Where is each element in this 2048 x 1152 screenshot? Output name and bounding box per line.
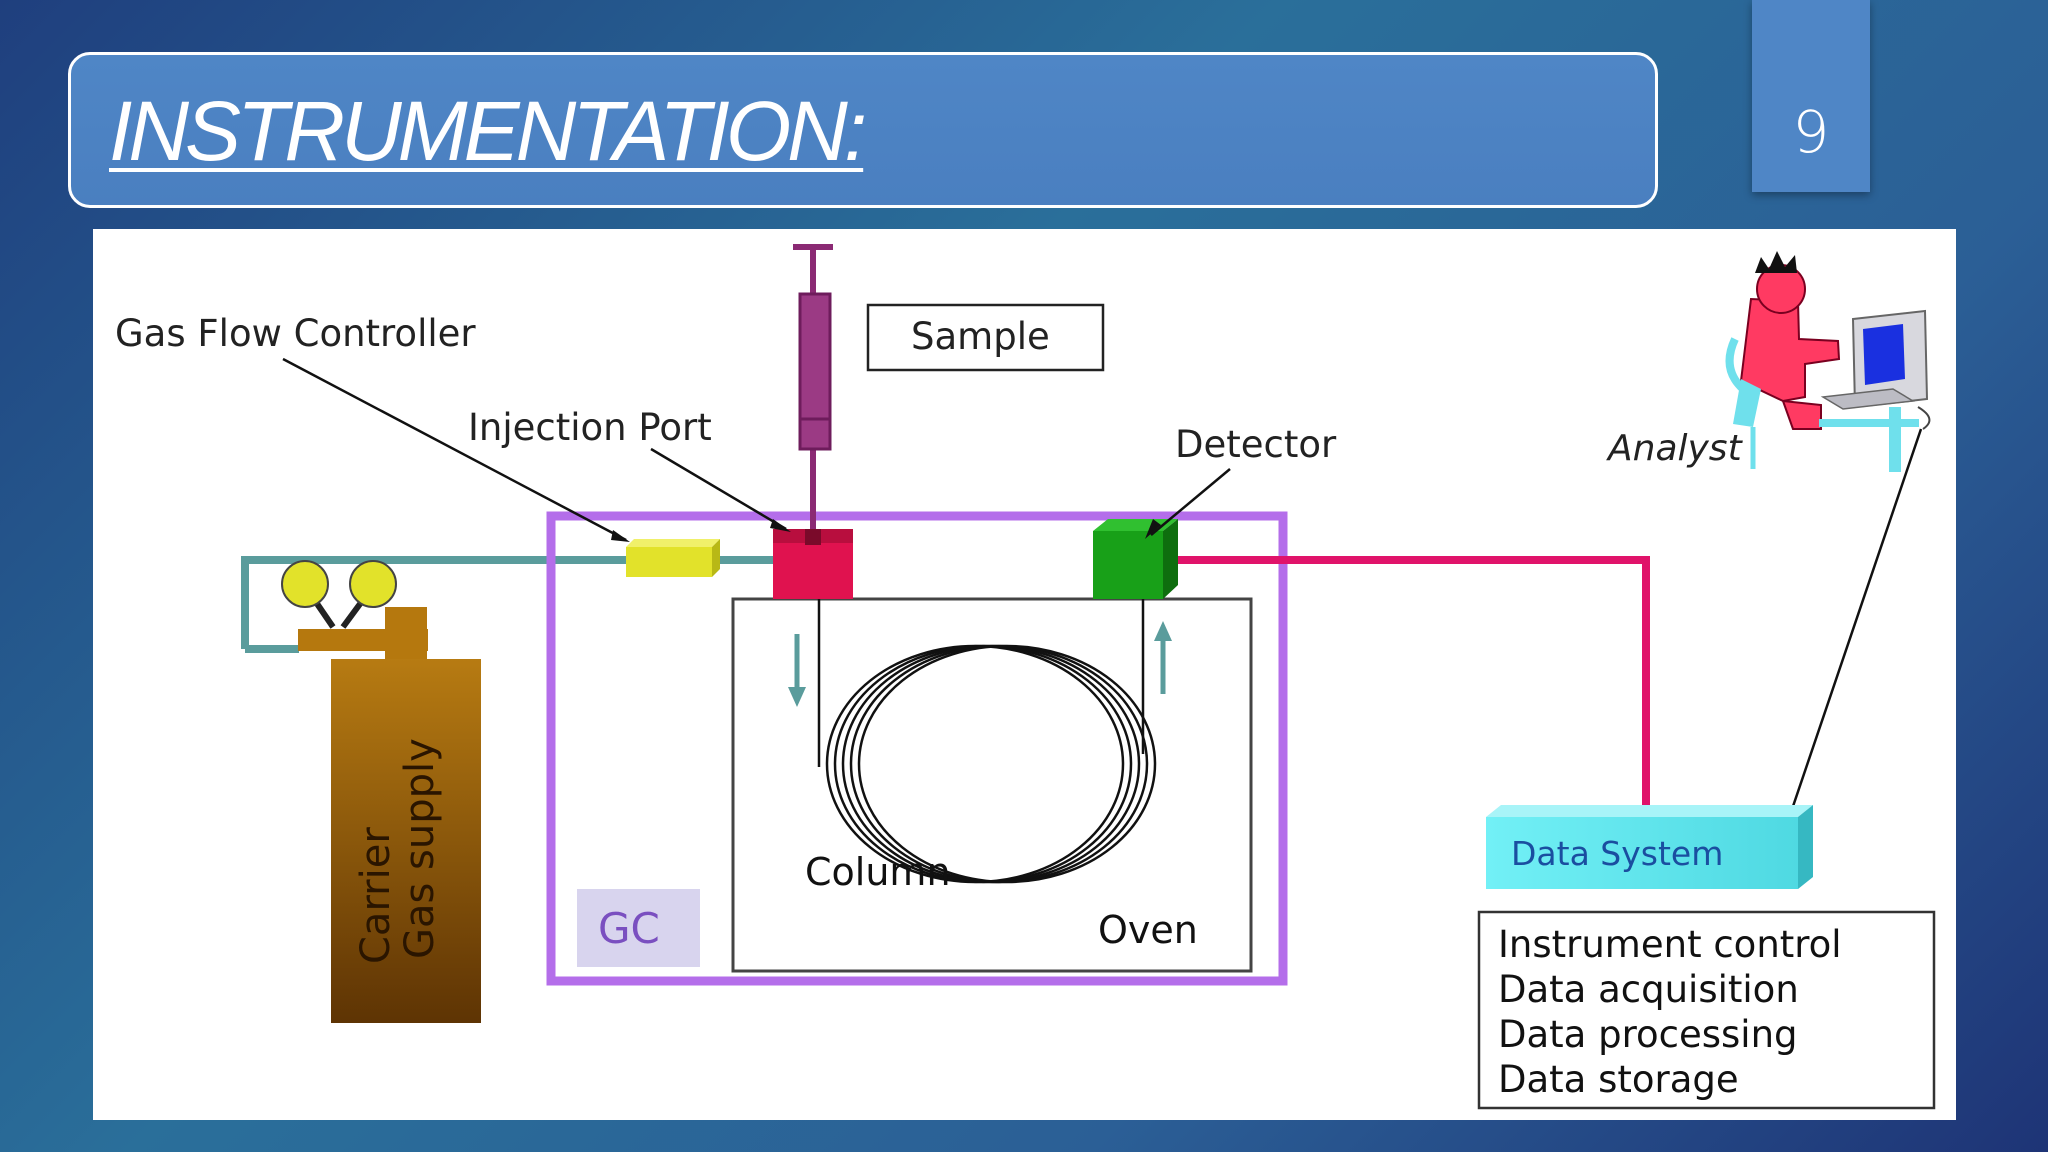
data-system-functions-box [1477, 910, 1936, 1110]
sample-label-box [866, 303, 1105, 372]
analyst-figure-icon [1725, 251, 1931, 472]
oven-box [731, 597, 1253, 973]
pressure-gauge-left [281, 560, 329, 608]
function-item: Data acquisition [1498, 968, 1799, 1011]
gc-frame [546, 511, 1288, 986]
flow-arrow-up [1154, 621, 1172, 694]
data-system-functions-list: Instrument control Data acquisition Data… [1498, 923, 1842, 1101]
data-system-block: Data System [1486, 805, 1813, 889]
column-coil [817, 599, 1157, 884]
sample-label: Sample [911, 315, 1050, 358]
slide-title: INSTRUMENTATION: [109, 84, 867, 178]
page-number: 9 [1792, 98, 1830, 166]
function-item: Data processing [1498, 1013, 1798, 1056]
analyst-label: Analyst [1606, 428, 1744, 469]
detector-label: Detector [1175, 423, 1337, 466]
injection-port-label: Injection Port [468, 406, 712, 449]
gc-label-box [577, 889, 700, 967]
gc-label: GC [598, 904, 660, 953]
detector-block [1093, 519, 1178, 599]
leader-lines [282, 357, 1923, 828]
carrier-label-line1: Carrier [353, 827, 399, 964]
carrier-gas-cylinder: Carrier Gas supply [281, 560, 481, 1023]
function-item: Instrument control [1498, 923, 1842, 966]
injection-port-block [773, 529, 853, 599]
signal-line [1178, 556, 1650, 817]
flow-arrow-down [788, 634, 806, 707]
title-banner: INSTRUMENTATION: [68, 52, 1658, 208]
data-system-label: Data System [1511, 834, 1723, 873]
diagram-panel: Carrier Gas supply GC Oven Column [93, 229, 1956, 1120]
pressure-gauge-right [349, 560, 397, 608]
function-item: Data storage [1498, 1058, 1739, 1101]
carrier-label-line2: Gas supply [397, 738, 443, 959]
gas-flow-controller-label: Gas Flow Controller [115, 312, 476, 355]
oven-label: Oven [1098, 908, 1198, 952]
gas-line [241, 556, 773, 653]
gc-instrumentation-diagram: Carrier Gas supply GC Oven Column [115, 244, 1936, 1110]
gas-flow-controller-block [626, 539, 720, 577]
syringe [793, 244, 833, 529]
page-number-tab: 9 [1752, 0, 1870, 192]
column-label: Column [805, 850, 951, 894]
